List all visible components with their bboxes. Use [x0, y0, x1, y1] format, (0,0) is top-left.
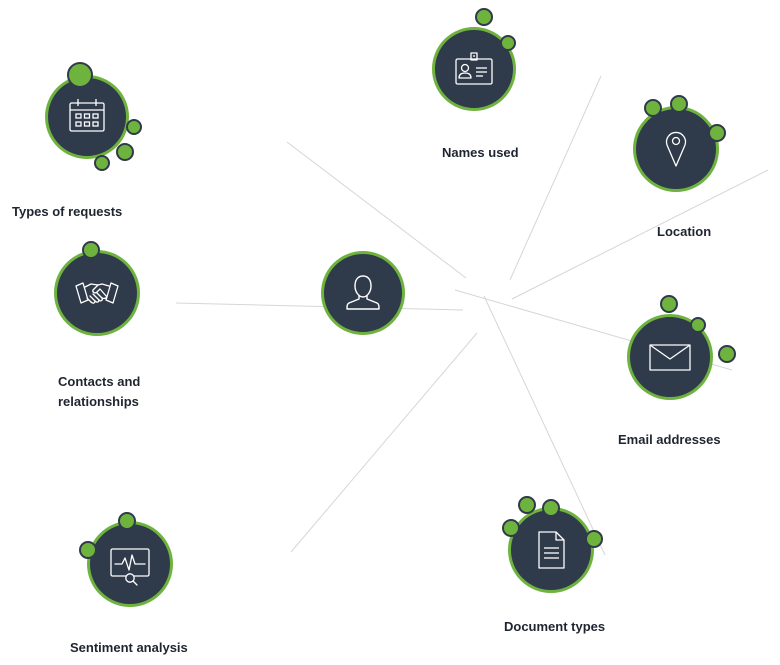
document-types-label: Document types [504, 619, 606, 634]
sentiment-analysis-node[interactable] [87, 521, 173, 607]
accent-dot [502, 519, 520, 537]
envelope-icon [649, 344, 691, 371]
accent-dot [500, 35, 516, 51]
accent-dot [670, 95, 688, 113]
accent-dot [67, 62, 93, 88]
accent-dot [690, 317, 706, 333]
location-node[interactable] [633, 106, 719, 192]
contacts-label-line1: Contacts and [58, 374, 141, 389]
accent-dot [475, 8, 493, 26]
contacts-relationships-label: Contacts and relationships [58, 372, 140, 412]
connector-line [509, 75, 602, 281]
handshake-icon [75, 282, 119, 304]
types-of-requests-label: Types of requests [12, 204, 123, 219]
email-addresses-label: Email addresses [618, 432, 721, 447]
accent-dot [116, 143, 134, 161]
connector-line [286, 141, 467, 279]
accent-dot [644, 99, 662, 117]
connector-line [175, 302, 464, 311]
accent-dot [82, 241, 100, 259]
map-pin-icon [665, 131, 687, 167]
accent-dot [585, 530, 603, 548]
accent-dot [708, 124, 726, 142]
accent-dot [660, 295, 678, 313]
location-label: Location [657, 224, 712, 239]
center-person-node[interactable] [321, 251, 405, 335]
accent-dot [542, 499, 560, 517]
connector-line [290, 332, 478, 553]
names-used-node[interactable] [432, 27, 516, 111]
connector-line [511, 169, 769, 300]
accent-dot [79, 541, 97, 559]
accent-dot [126, 119, 142, 135]
accent-dot [94, 155, 110, 171]
id-badge-icon [455, 52, 493, 85]
contacts-relationships-node[interactable] [54, 250, 140, 336]
connector-line [483, 295, 606, 556]
accent-dot [118, 512, 136, 530]
contacts-label-line2: relationships [58, 394, 139, 409]
document-icon [538, 531, 565, 569]
monitor-search-icon [110, 548, 150, 586]
accent-dot [518, 496, 536, 514]
sentiment-analysis-label: Sentiment analysis [70, 640, 188, 655]
names-used-label: Names used [442, 145, 519, 160]
calendar-icon [69, 99, 105, 132]
accent-dot [718, 345, 736, 363]
document-types-node[interactable] [508, 507, 594, 593]
person-icon [346, 275, 380, 310]
